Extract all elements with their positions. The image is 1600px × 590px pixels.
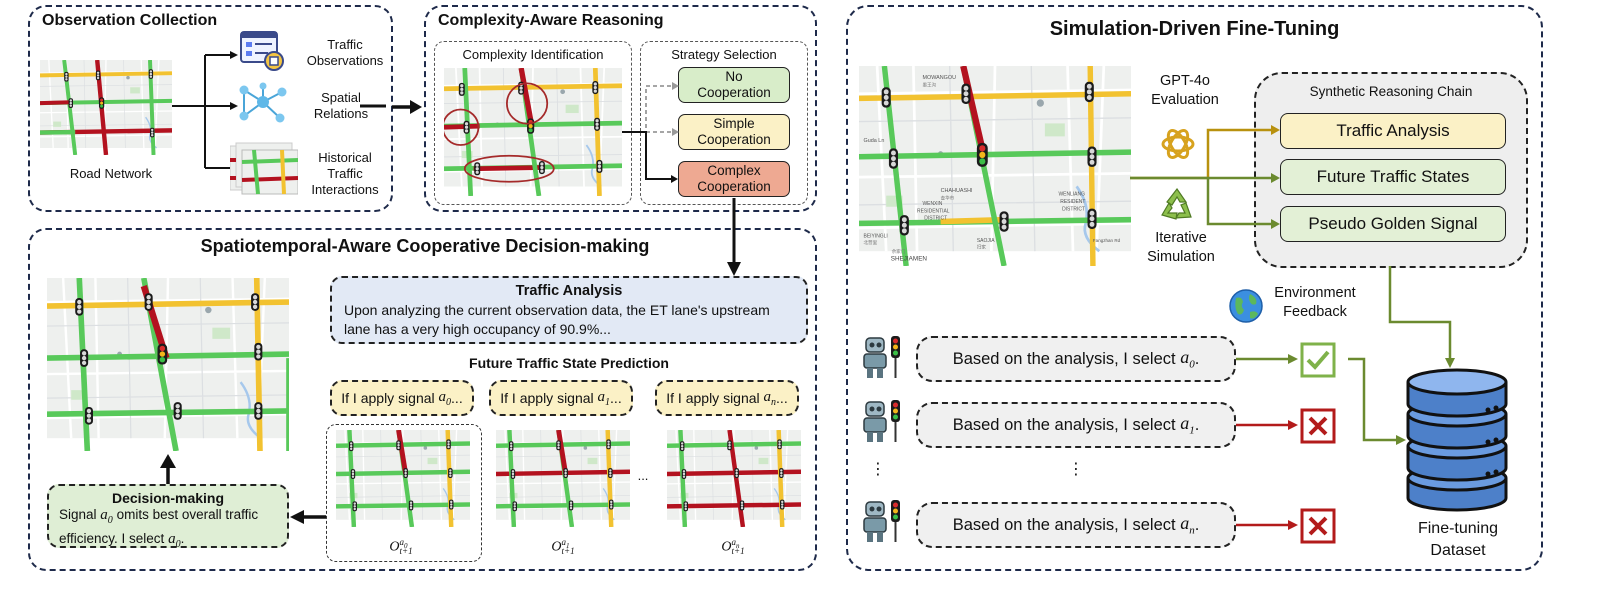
select-an-bubble: Based on the analysis, I select an.	[916, 502, 1236, 548]
complexity-identification-label: Complexity Identification	[462, 47, 604, 62]
decision-panel-title: Spatiotemporal-Aware Cooperative Decisio…	[200, 236, 650, 256]
select-a1-bubble: Based on the analysis, I select a1.	[916, 402, 1236, 448]
prediction-to-decision-arrow	[290, 510, 326, 524]
decision-up-arrow	[160, 454, 176, 484]
observation-caption-a0: Oa0t+1	[389, 537, 413, 557]
map-label-far-right: Fangzhan Rd	[1093, 238, 1121, 243]
traffic-analysis-box: Traffic Analysis Upon analyzing the curr…	[330, 276, 808, 344]
complex-to-analysis-arrow	[727, 198, 741, 276]
prediction-ellipsis: ...	[637, 468, 649, 483]
cross-icon-n	[1300, 508, 1336, 544]
map-label-right-3: DISTRICT	[1062, 206, 1085, 212]
obs-to-reasoning-arrow	[392, 100, 422, 114]
map-label-mid-cn: 查华市	[941, 194, 955, 201]
check-icon	[1300, 342, 1336, 378]
map-label-bottom-mid-cn: 扫家	[977, 243, 986, 250]
finetune-panel	[846, 5, 1543, 571]
map-label-top: MOWANGOU	[922, 75, 956, 81]
map-label-left: Guda Ln	[864, 138, 885, 144]
observation-caption-an: Oant+1	[721, 537, 745, 557]
map-label-bottom-cn: 佘家门	[892, 248, 906, 255]
future-state-prediction-title: Future Traffic State Prediction	[469, 355, 669, 371]
historical-traffic-stack	[230, 140, 298, 196]
complexity-title: Complexity-Aware Reasoning	[438, 12, 664, 29]
map-label-right-2: RESIDENT	[1060, 199, 1085, 205]
traffic-analysis-text-1: Upon analyzing the current observation d…	[344, 302, 770, 318]
spatial-relations-icon	[239, 82, 287, 123]
complexity-panel	[424, 5, 817, 212]
chain-arrows	[1130, 125, 1280, 229]
decision-making-box: Decision-making Signal a0 omits best ove…	[47, 484, 289, 550]
strategy-arrows	[622, 82, 679, 183]
complexity-identification-box	[434, 41, 632, 205]
traffic-analysis-text-2: lane has a very high occupancy of 90.9%.…	[344, 321, 611, 337]
map-label-bottom-mid: SAOJIA	[977, 238, 995, 244]
finetune-map: MOWANGOU 墨王沟 Guda Ln CHAHUASHI 查华市 WENXI…	[859, 66, 1131, 266]
map-label-top-cn: 墨王沟	[922, 81, 936, 88]
strategy-selection-box	[640, 41, 808, 205]
strategy-selection-label: Strategy Selection	[671, 47, 777, 62]
chain-future-traffic-states: Future Traffic States	[1280, 159, 1506, 195]
cross-icon-1	[1300, 408, 1336, 444]
map-label-right-1: WENLIANG	[1058, 192, 1085, 198]
observation-caption-a1: Oa1t+1	[551, 537, 575, 557]
complexity-map	[444, 68, 622, 196]
finetune-title: Simulation-Driven Fine-Tuning	[1049, 18, 1340, 40]
road-network-map	[40, 60, 172, 155]
decision-making-text: Signal a0 omits best overall traffic eff…	[59, 507, 259, 550]
database-icon	[1406, 368, 1508, 512]
vdots-middle: ⋮	[1068, 461, 1084, 478]
earth-icon	[1229, 289, 1263, 323]
map-label-bottom: SHEJIAMEN	[891, 255, 928, 262]
prediction-map-an	[667, 430, 801, 527]
map-label-lower-3: DISTRICT	[924, 216, 947, 222]
map-label-lower-1: WENXIN	[922, 201, 942, 207]
chain-traffic-analysis: Traffic Analysis	[1280, 113, 1506, 149]
observation-title: Observation Collection	[42, 12, 218, 29]
robot-icon-1	[863, 336, 900, 378]
selected-prediction-box	[326, 424, 482, 562]
map-label-bottom-left: BEIYINGLI	[864, 233, 888, 239]
robot-icon-2	[863, 400, 900, 442]
synthetic-chain-title: Synthetic Reasoning Chain	[1309, 84, 1473, 99]
chain-pseudo-golden-signal: Pseudo Golden Signal	[1280, 206, 1506, 242]
feedback-arrows	[1236, 354, 1406, 530]
prediction-map-a1	[496, 430, 630, 527]
road-network-label: Road Network	[69, 166, 153, 181]
traffic-observations-icon	[240, 31, 284, 71]
chain-to-dataset-arrow	[1388, 266, 1455, 368]
robot-icon-n	[863, 500, 900, 542]
decision-map	[47, 278, 289, 451]
gpt4o-icon	[1161, 129, 1195, 159]
apply-signal-a0: If I apply signal a0...	[330, 380, 474, 416]
vdots-left: ⋮	[870, 461, 886, 478]
apply-signal-an: If I apply signal an...	[655, 380, 799, 416]
decision-panel	[28, 228, 817, 571]
map-label-mid: CHAHUASHI	[941, 188, 973, 194]
apply-signal-a1: If I apply signal a1...	[489, 380, 633, 416]
map-label-lower-2: RESIDENTIAL	[917, 208, 950, 214]
traffic-analysis-title: Traffic Analysis	[515, 283, 623, 299]
map-label-bottom-left-cn: 北营里	[864, 239, 878, 246]
decision-making-title: Decision-making	[111, 490, 225, 506]
select-a0-bubble: Based on the analysis, I select a0.	[916, 336, 1236, 382]
prediction-map-a0	[336, 430, 470, 527]
recycle-icon	[1161, 187, 1192, 220]
